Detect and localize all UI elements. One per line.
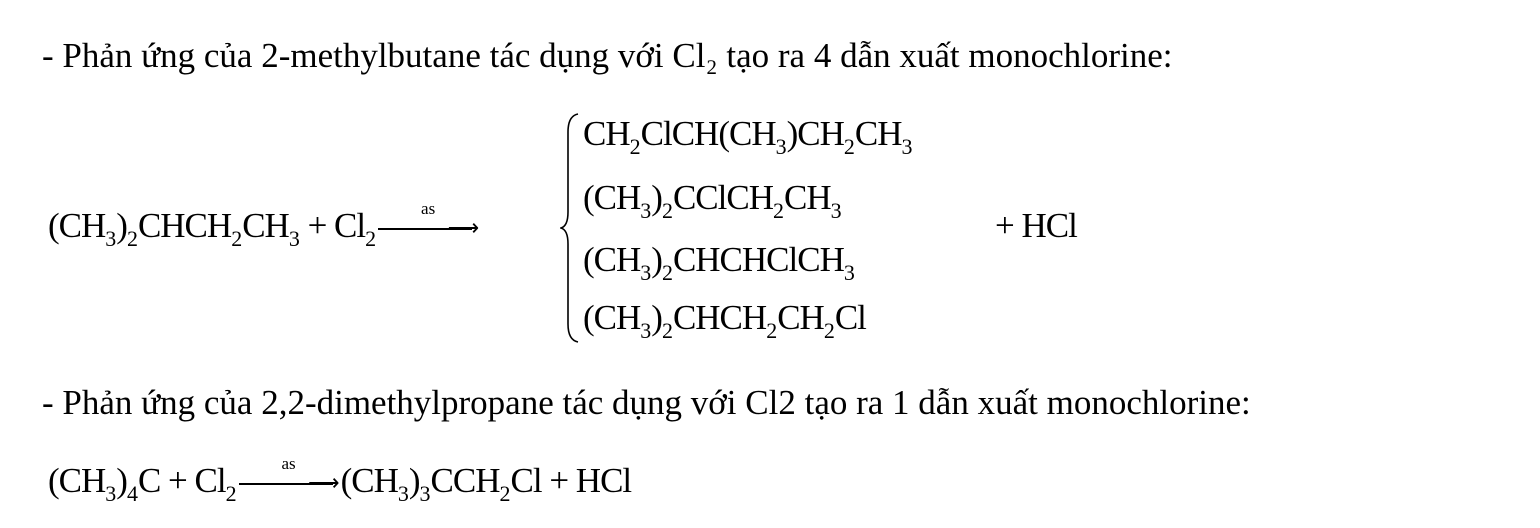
subscript: 2 (772, 198, 784, 223)
subscript: 3 (288, 226, 300, 251)
formula-text: (CH (583, 240, 641, 279)
arrow-condition: as (421, 198, 436, 218)
subscript: 3 (419, 481, 431, 506)
subscript: 3 (830, 198, 842, 223)
formula-text: + HCl (995, 206, 1078, 245)
formula-text: CH (854, 114, 903, 153)
formula-text: )CH (786, 114, 845, 153)
subscript: 2 (225, 481, 237, 506)
subscript: 3 (640, 198, 652, 223)
formula-text: CH (783, 178, 832, 217)
formula-text: Cl + HCl (510, 461, 633, 500)
subscript: 2 (661, 318, 673, 343)
formula-text: (CH (340, 461, 399, 500)
subscript: 3 (901, 134, 913, 159)
arrow-condition: as (281, 453, 296, 473)
eq1-product-2: (CH3)2CClCH2CH3 (583, 178, 842, 224)
formula-text: ) (116, 461, 128, 500)
formula-text: ) (651, 240, 663, 279)
eq1-byproduct: + HCl (995, 206, 1078, 246)
formula-text: CHCH (137, 206, 232, 245)
formula-text: (CH (583, 298, 641, 337)
subscript: 3 (105, 481, 117, 506)
subscript: 3 (105, 226, 117, 251)
eq1-product-4: (CH3)2CHCH2CH2Cl (583, 298, 867, 344)
subscript: 2 (766, 318, 778, 343)
heading-2-2-dimethylpropane: - Phản ứng của 2,2-dimethylpropane tác d… (42, 383, 1251, 422)
formula-text: CHCH (672, 298, 767, 337)
subscript: 2 (365, 226, 377, 251)
formula-text: + Cl (299, 206, 367, 245)
formula-text: CClCH (672, 178, 774, 217)
formula-text: CH (242, 206, 290, 245)
formula-text: ) (116, 206, 128, 245)
formula-text: CH (583, 114, 631, 153)
formula-text: ) (651, 298, 663, 337)
formula-text: (CH (48, 461, 106, 500)
heading-2-methylbutane: - Phản ứng của 2-methylbutane tác dụng v… (42, 36, 1173, 75)
formula-text: CCH (430, 461, 501, 500)
formula-text: CHCHClCH (672, 240, 845, 279)
formula-text: (CH (48, 206, 106, 245)
formula-text: (CH (583, 178, 641, 217)
subscript: 3 (843, 260, 855, 285)
curly-brace-icon (560, 113, 579, 343)
subscript: 2 (499, 481, 511, 506)
subscript: 3 (775, 134, 787, 159)
subscript: 2 (661, 260, 673, 285)
formula-text: CH (777, 298, 825, 337)
subscript: 2 (231, 226, 243, 251)
formula-text: Cl (834, 298, 867, 337)
formula-text: ) (651, 178, 663, 217)
subscript: 3 (397, 481, 409, 506)
subscript: 2 (126, 226, 138, 251)
subscript: 2 (629, 134, 641, 159)
reaction-arrow: as⟶ (378, 199, 479, 239)
subscript: 3 (640, 260, 652, 285)
subscript: 2 (843, 134, 855, 159)
formula-text: C + Cl (137, 461, 227, 500)
subscript: 3 (640, 318, 652, 343)
subscript: 4 (126, 481, 138, 506)
eq1-product-1: CH2ClCH(CH3)CH2CH3 (583, 114, 913, 160)
subscript: 2 (823, 318, 835, 343)
eq1-product-3: (CH3)2CHCHClCH3 (583, 240, 855, 286)
formula-text: ClCH(CH (640, 114, 777, 153)
formula-text: ) (408, 461, 421, 500)
subscript: 2 (661, 198, 673, 223)
reaction-arrow: as⟶ (238, 454, 340, 494)
